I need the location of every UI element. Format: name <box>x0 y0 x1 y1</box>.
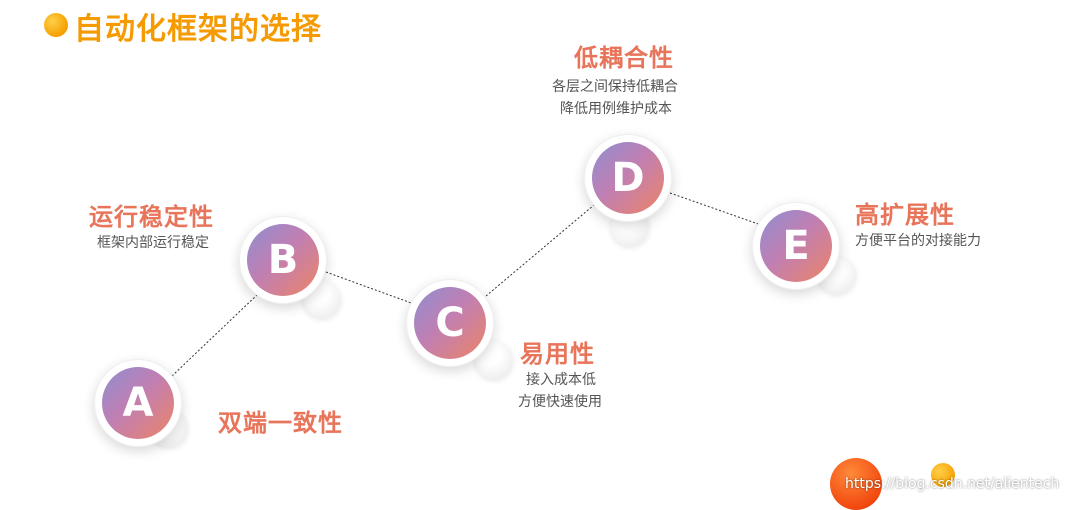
decor-ball-large <box>830 458 882 510</box>
node-d-desc: 各层之间保持低耦合 降低用例维护成本 <box>552 76 678 120</box>
connector-c-d <box>485 204 595 297</box>
node-c-heading: 易用性 <box>520 340 595 368</box>
node-e-heading: 高扩展性 <box>855 201 955 229</box>
node-b-badge: B <box>247 224 319 296</box>
node-e-desc-1: 方便平台的对接能力 <box>855 233 981 249</box>
node-c-badge: C <box>414 287 486 359</box>
node-c-label: 易用性 接入成本低 方便快速使用 <box>518 334 602 413</box>
node-a-heading: 双端一致性 <box>218 409 343 437</box>
node-b: B <box>233 210 341 318</box>
node-c: C <box>400 273 513 379</box>
node-a-label: 双端一致性 <box>218 403 343 438</box>
node-b-label: 运行稳定性 框架内部运行稳定 <box>89 197 214 254</box>
node-e-badge: E <box>760 210 832 282</box>
page-title: 自动化框架的选择 <box>74 12 322 47</box>
node-c-desc-1: 接入成本低 <box>526 372 596 388</box>
node-e-label: 高扩展性 方便平台的对接能力 <box>855 195 981 252</box>
node-e: E <box>746 196 856 296</box>
node-b-heading: 运行稳定性 <box>89 203 214 231</box>
connector-d-e <box>669 192 765 227</box>
node-a: A <box>88 353 188 453</box>
node-b-desc-1: 框架内部运行稳定 <box>97 235 209 251</box>
node-d: D <box>578 128 678 246</box>
node-c-desc-2: 方便快速使用 <box>518 394 602 410</box>
watermark-text: https://blog.csdn.net/alientech <box>845 476 1060 492</box>
node-d-badge: D <box>592 142 664 214</box>
title-bullet <box>44 13 68 37</box>
node-a-badge: A <box>102 367 174 439</box>
node-d-desc-1: 各层之间保持低耦合 <box>552 79 678 95</box>
decor-ball-small <box>931 463 955 487</box>
node-d-heading: 低耦合性 <box>574 44 674 72</box>
node-d-desc-2: 降低用例维护成本 <box>560 101 672 117</box>
node-d-label: 低耦合性 <box>568 38 698 73</box>
